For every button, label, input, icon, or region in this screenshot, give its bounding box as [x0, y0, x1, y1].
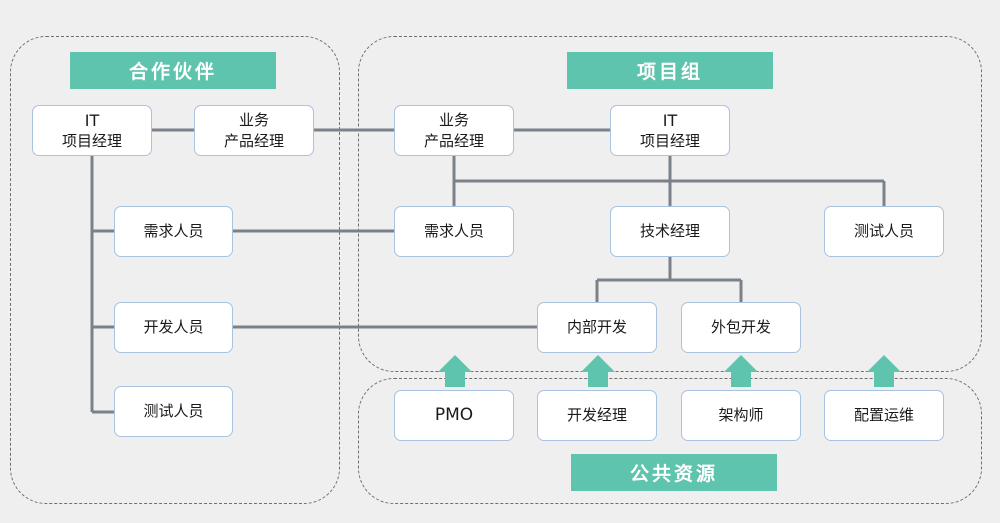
- project-internal-development: 内部开发: [537, 302, 657, 353]
- project-testers: 测试人员: [824, 206, 944, 257]
- node-line1: IT: [84, 110, 100, 130]
- public-architect: 架构师: [681, 390, 801, 441]
- up-arrow-icon: [867, 355, 901, 387]
- project-requirements-staff: 需求人员: [394, 206, 514, 257]
- project-group-title: 项目组: [567, 52, 773, 89]
- public-development-manager: 开发经理: [537, 390, 657, 441]
- public-resources-title: 公共资源: [571, 454, 777, 491]
- project-group: [358, 36, 982, 372]
- public-configuration-ops: 配置运维: [824, 390, 944, 441]
- project-technical-manager: 技术经理: [610, 206, 730, 257]
- up-arrow-icon: [724, 355, 758, 387]
- node-line1: 业务: [438, 111, 469, 130]
- public-pmo: PMO: [394, 390, 514, 441]
- partner-it-project-manager: IT 项目经理: [32, 105, 152, 156]
- partner-developers: 开发人员: [114, 302, 233, 353]
- up-arrow-icon: [438, 355, 472, 387]
- node-line2: 产品经理: [223, 131, 284, 150]
- node-line2: 项目经理: [639, 132, 700, 151]
- partner-group-title: 合作伙伴: [70, 52, 276, 89]
- project-outsourced-development: 外包开发: [681, 302, 801, 353]
- partner-group: [10, 36, 340, 504]
- node-line1: 业务: [238, 111, 269, 130]
- partner-requirements-staff: 需求人员: [114, 206, 233, 257]
- project-it-project-manager: IT 项目经理: [610, 105, 730, 156]
- partner-testers: 测试人员: [114, 386, 233, 437]
- partner-business-product-manager: 业务 产品经理: [194, 105, 314, 156]
- project-business-product-manager: 业务 产品经理: [394, 105, 514, 156]
- public-resources-group: [358, 378, 982, 504]
- node-line2: 产品经理: [423, 131, 484, 150]
- node-line1: IT: [662, 110, 678, 130]
- node-line2: 项目经理: [61, 132, 122, 151]
- up-arrow-icon: [581, 355, 615, 387]
